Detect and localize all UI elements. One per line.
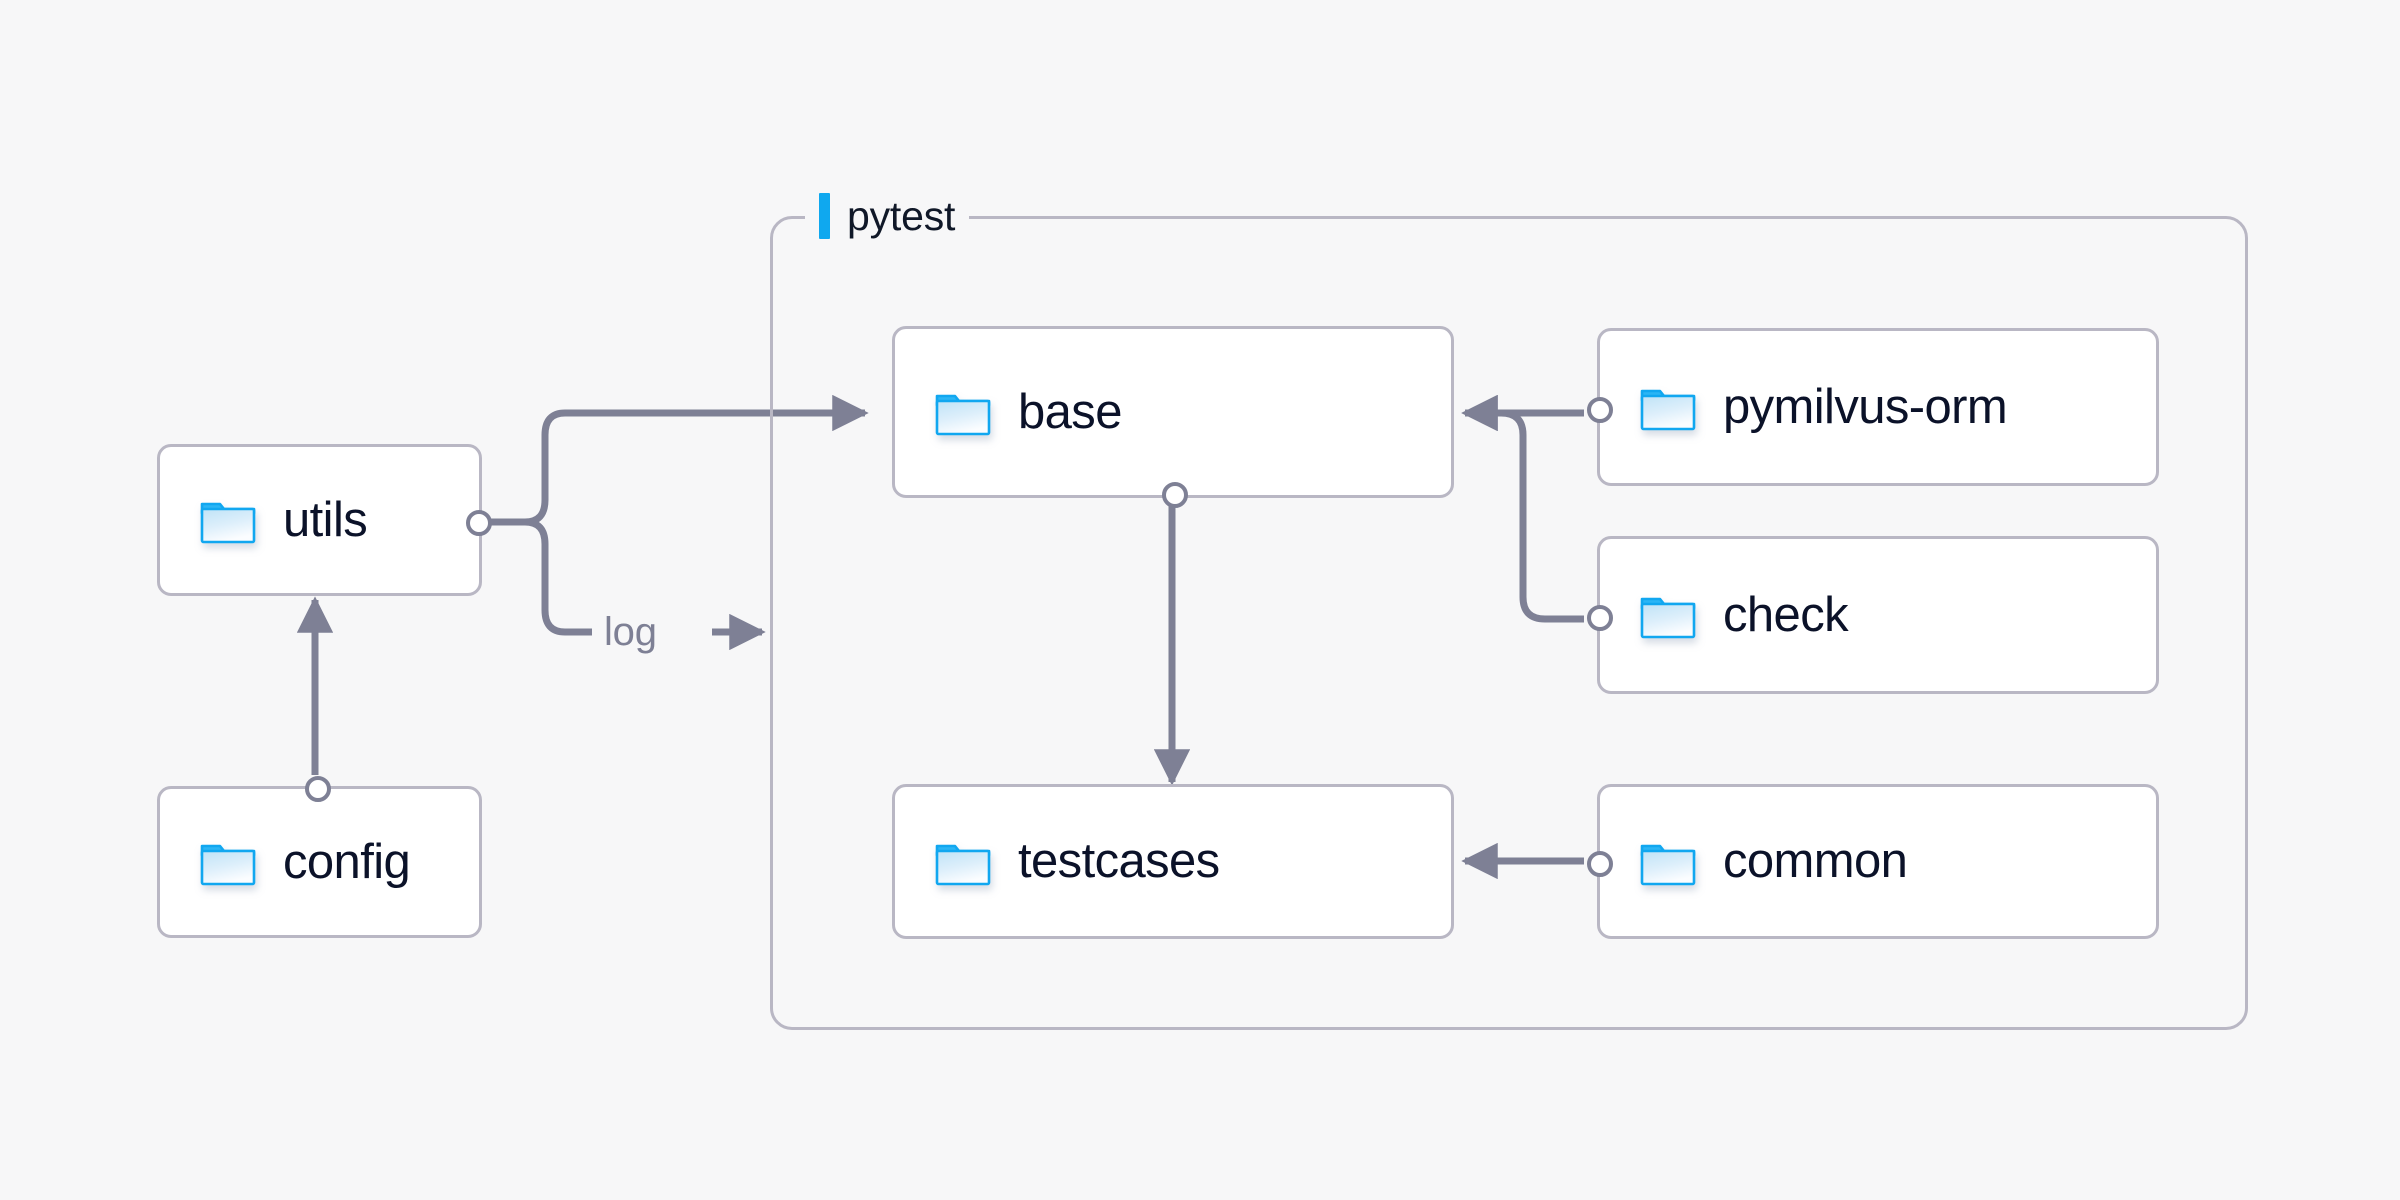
edge-utils-to-log <box>485 518 592 636</box>
port-base-bottom[interactable] <box>1162 482 1188 508</box>
node-pymilvus-orm-label: pymilvus-orm <box>1723 379 2008 434</box>
node-base[interactable]: base <box>892 326 1454 508</box>
group-pytest-label: pytest <box>847 192 956 239</box>
folder-icon <box>1640 382 1696 432</box>
node-base-label: base <box>1018 384 1122 439</box>
node-pymilvus-orm[interactable]: pymilvus-orm <box>1587 328 2159 486</box>
node-testcases[interactable]: testcases <box>892 784 1454 939</box>
node-check-label: check <box>1723 587 1849 642</box>
group-pytest[interactable] <box>770 216 2248 1030</box>
edge-label-log: log <box>604 610 657 654</box>
node-config-label: config <box>283 834 411 889</box>
folder-icon <box>935 387 991 437</box>
accent-bar-icon <box>819 193 830 239</box>
folder-icon <box>1640 590 1696 640</box>
node-common[interactable]: common <box>1587 784 2159 939</box>
node-utils[interactable]: utils <box>157 444 492 596</box>
port-pymilvus-orm-left[interactable] <box>1587 397 1613 423</box>
node-testcases-label: testcases <box>1018 834 1220 888</box>
node-utils-label: utils <box>283 492 368 547</box>
node-common-label: common <box>1723 834 1908 888</box>
port-config-top[interactable] <box>305 776 331 802</box>
folder-icon <box>200 495 256 545</box>
folder-icon <box>1640 837 1696 887</box>
folder-icon <box>935 837 991 887</box>
port-check-left[interactable] <box>1587 605 1613 631</box>
port-common-left[interactable] <box>1587 851 1613 877</box>
group-pytest-title: pytest <box>805 189 970 243</box>
port-utils-right[interactable] <box>466 510 492 536</box>
node-check[interactable]: check <box>1587 536 2159 694</box>
node-config[interactable]: config <box>157 776 482 938</box>
folder-icon <box>200 837 256 887</box>
